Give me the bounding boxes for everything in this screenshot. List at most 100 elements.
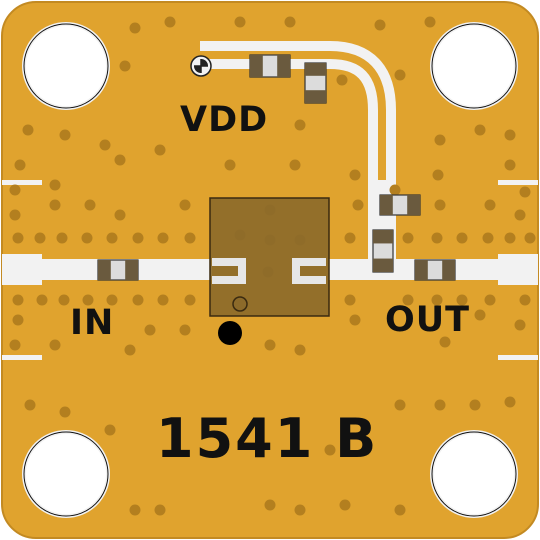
via	[106, 294, 118, 306]
via	[58, 294, 70, 306]
via	[164, 16, 176, 28]
via	[504, 129, 516, 141]
via	[484, 294, 496, 306]
via	[439, 336, 451, 348]
via	[144, 324, 156, 336]
via	[179, 324, 191, 336]
output-capacitor	[414, 259, 456, 281]
via	[424, 16, 436, 28]
via	[484, 199, 496, 211]
via	[81, 232, 93, 244]
via	[349, 169, 361, 181]
via	[344, 294, 356, 306]
via	[49, 199, 61, 211]
via	[389, 184, 401, 196]
via	[9, 339, 21, 351]
via	[82, 294, 94, 306]
via	[431, 232, 443, 244]
via	[24, 399, 36, 411]
via	[224, 159, 236, 171]
via	[349, 314, 361, 326]
via	[289, 159, 301, 171]
via	[34, 232, 46, 244]
input-label: IN	[70, 303, 115, 343]
via	[456, 294, 468, 306]
via	[157, 294, 169, 306]
via	[374, 19, 386, 31]
bias-capacitor-2	[379, 194, 421, 216]
via	[434, 399, 446, 411]
via	[22, 124, 34, 136]
bias-resistor	[249, 54, 291, 78]
via	[324, 444, 336, 456]
mounting-holes	[22, 22, 518, 518]
via	[124, 344, 136, 356]
via	[56, 232, 68, 244]
via	[9, 184, 21, 196]
bias-capacitor-1	[304, 62, 327, 104]
via	[114, 154, 126, 166]
amplifier-chip	[209, 197, 330, 317]
via	[352, 199, 364, 211]
via	[434, 199, 446, 211]
via	[104, 424, 116, 436]
via	[431, 294, 443, 306]
via	[294, 119, 306, 131]
via	[264, 499, 276, 511]
via	[9, 209, 21, 221]
vdd-label: VDD	[180, 100, 269, 140]
via	[284, 16, 296, 28]
via	[394, 399, 406, 411]
via	[402, 232, 414, 244]
via	[394, 69, 406, 81]
via	[12, 314, 24, 326]
smd-components	[97, 54, 456, 281]
via	[456, 232, 468, 244]
via	[504, 159, 516, 171]
via	[184, 232, 196, 244]
via	[154, 504, 166, 516]
via	[12, 232, 24, 244]
via	[154, 144, 166, 156]
via	[394, 504, 406, 516]
via	[504, 232, 516, 244]
via	[524, 232, 536, 244]
via	[336, 74, 348, 86]
via	[114, 209, 126, 221]
via	[132, 232, 144, 244]
via	[294, 504, 306, 516]
via	[157, 232, 169, 244]
via	[482, 232, 494, 244]
via	[474, 309, 486, 321]
via	[234, 16, 246, 28]
via	[59, 129, 71, 141]
via	[519, 186, 531, 198]
via	[84, 199, 96, 211]
via	[36, 294, 48, 306]
edge-cut-lines	[2, 180, 538, 360]
via	[402, 294, 414, 306]
via	[129, 22, 141, 34]
via	[119, 60, 131, 72]
via	[99, 139, 111, 151]
pin1-marker-icon	[232, 296, 248, 312]
input-capacitor	[97, 259, 139, 281]
via	[434, 134, 446, 146]
via	[179, 199, 191, 211]
filled-dot-icon	[218, 321, 242, 345]
via	[469, 399, 481, 411]
via	[14, 159, 26, 171]
via	[12, 294, 24, 306]
via	[339, 499, 351, 511]
part-number-label: 1541 B	[156, 407, 379, 470]
via	[264, 339, 276, 351]
via	[132, 294, 144, 306]
via	[519, 294, 531, 306]
via	[129, 504, 141, 516]
via	[59, 406, 71, 418]
via	[432, 169, 444, 181]
bias-capacitor-3	[372, 229, 394, 273]
output-label: OUT	[385, 300, 471, 340]
circle-cross-icon	[190, 55, 212, 77]
